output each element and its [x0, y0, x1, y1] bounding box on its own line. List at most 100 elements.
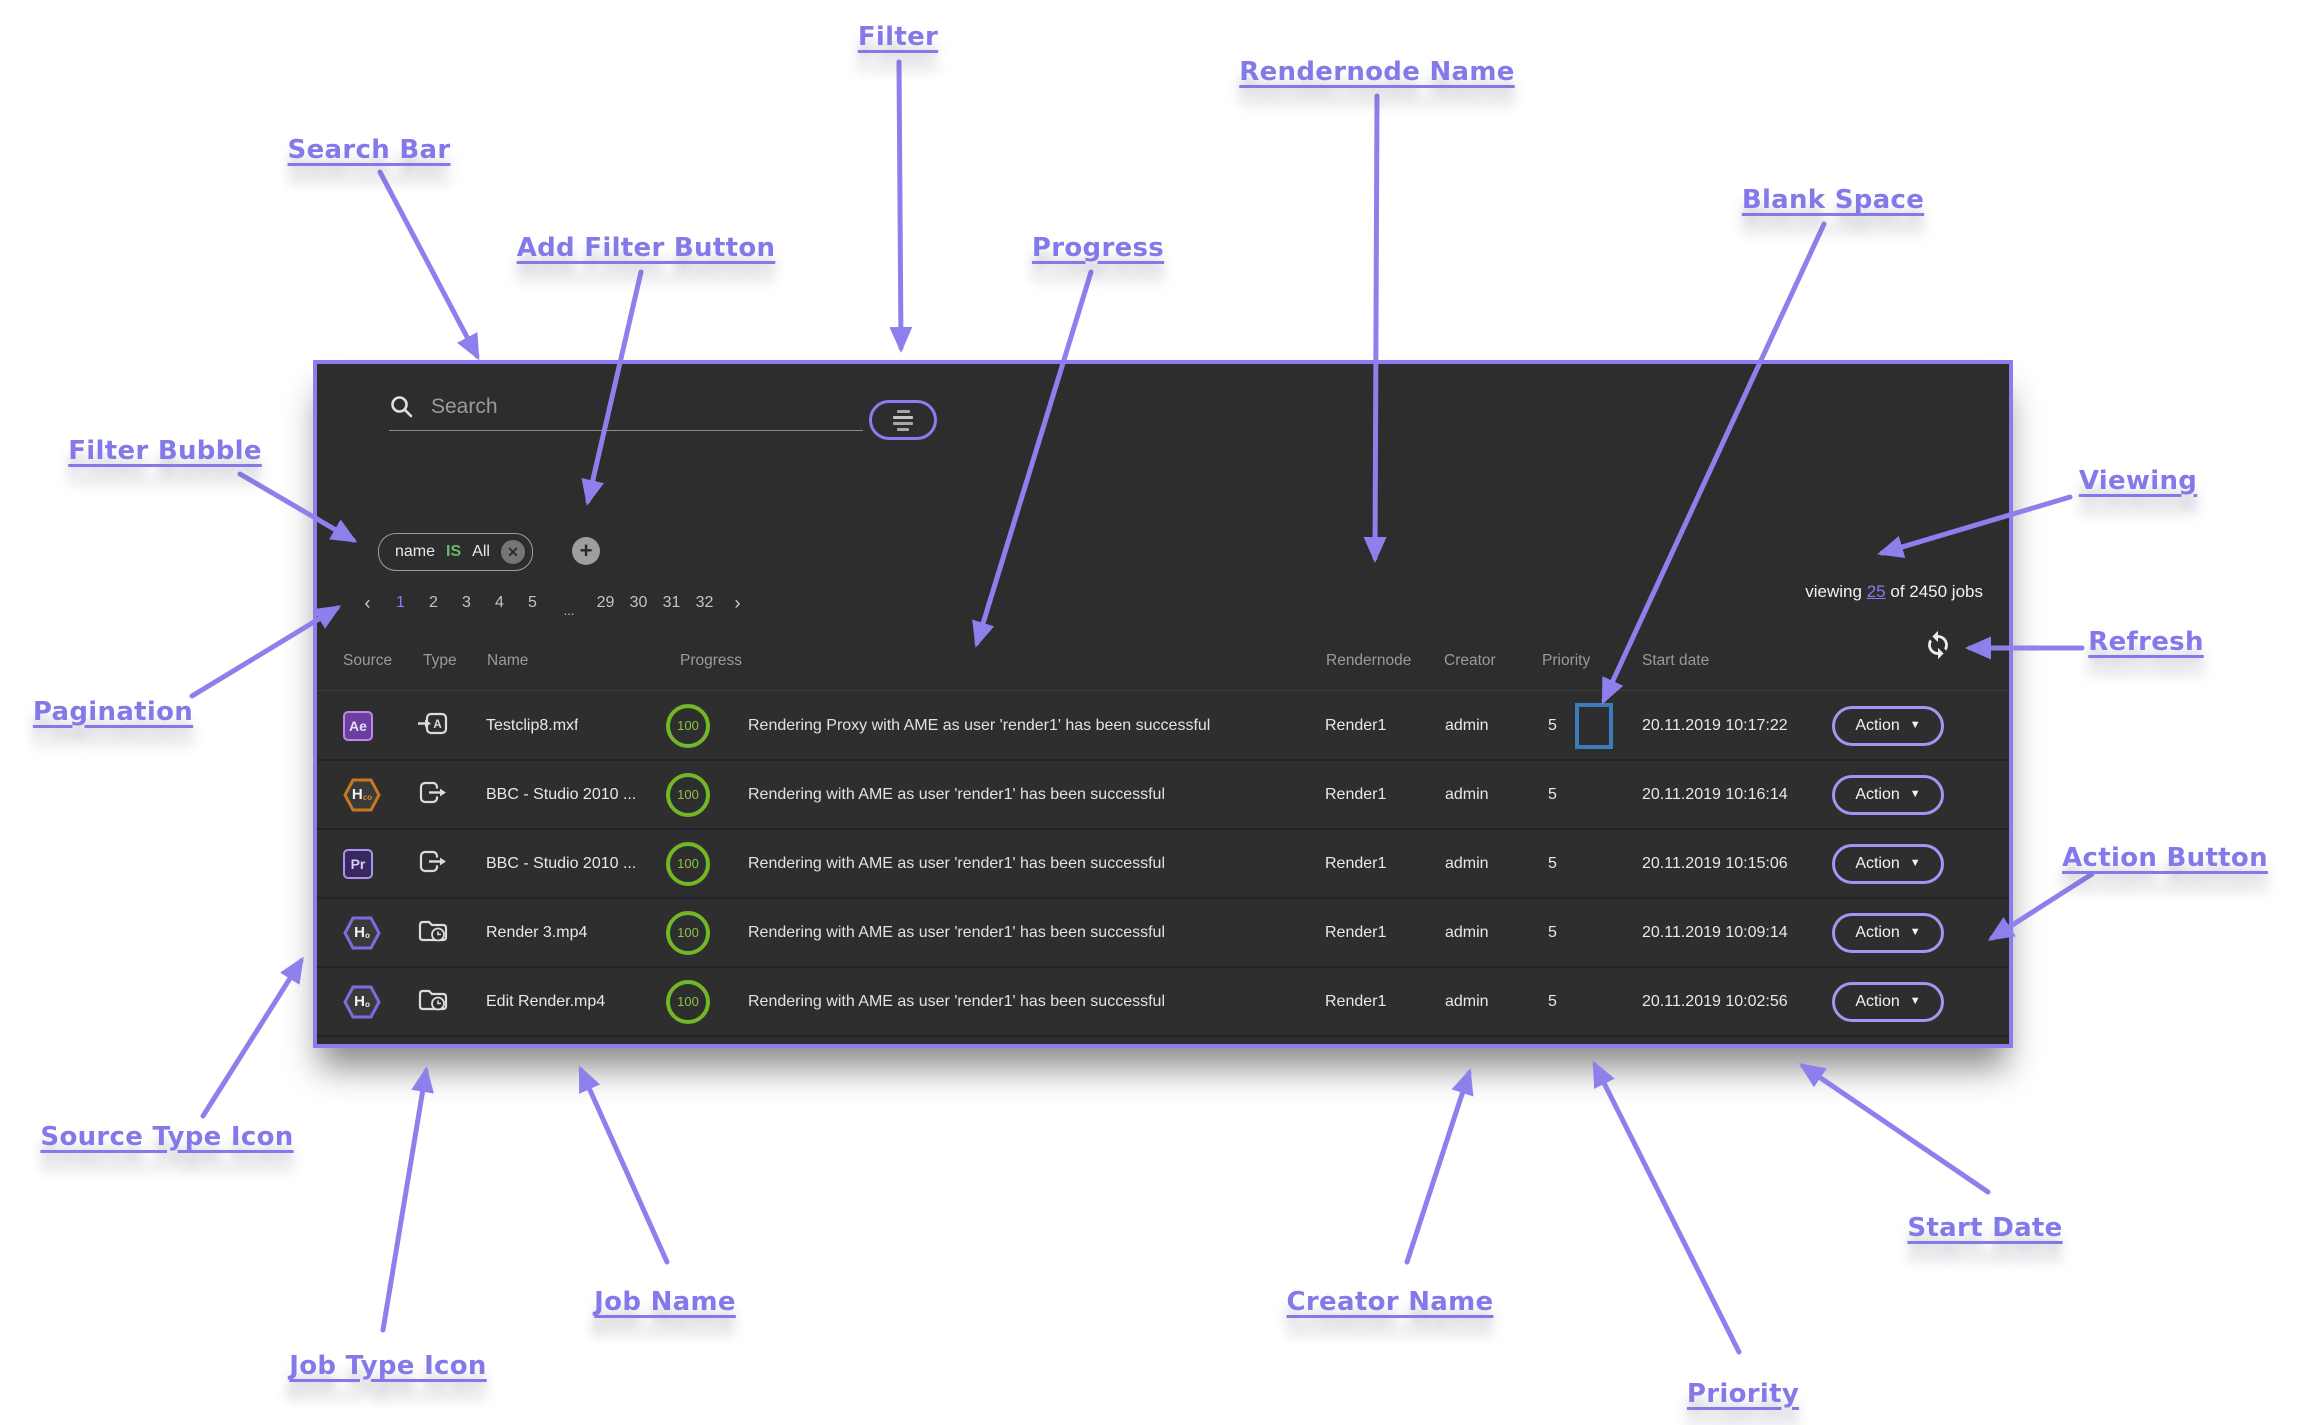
col-priority: Priority	[1542, 652, 1591, 669]
page-2[interactable]: 2	[429, 594, 438, 611]
search-bar	[389, 394, 863, 431]
filter-bubble[interactable]: name IS All ✕	[378, 533, 533, 571]
progress-value: 100	[677, 856, 699, 871]
col-creator: Creator	[1444, 652, 1496, 669]
table-row[interactable]: Pr A	[317, 830, 2009, 899]
creator-name: admin	[1445, 923, 1489, 941]
filter-field: name	[395, 543, 436, 560]
page-ellipsis: ...	[563, 603, 575, 618]
table-row[interactable]: Ho A Edit Render.mp4 100	[317, 968, 2009, 1037]
job-name: Edit Render.mp4	[486, 992, 606, 1010]
job-type-icon: A	[418, 918, 448, 948]
progress-message: Rendering Proxy with AME as user 'render…	[748, 716, 1211, 734]
source-cell: Pr	[343, 848, 373, 879]
annotation-priority: Priority	[1686, 1379, 1800, 1409]
annotation-job-type-icon: Job Type Icon	[289, 1351, 487, 1381]
job-name: BBC - Studio 2010 ...	[486, 854, 637, 872]
page-30[interactable]: 30	[629, 594, 648, 611]
filter-lines-icon	[893, 409, 913, 431]
blank-space	[1575, 702, 1613, 749]
table-row[interactable]: Ho A Render 3.mp4 100	[317, 899, 2009, 968]
page-5[interactable]: 5	[528, 594, 537, 611]
start-date: 20.11.2019 10:02:56	[1642, 992, 1788, 1010]
priority-value: 5	[1548, 923, 1557, 941]
annotation-add-filter-button: Add Filter Button	[516, 233, 776, 263]
add-filter-button[interactable]: +	[572, 537, 600, 565]
table-row[interactable]: Ae A	[317, 692, 2009, 761]
job-table-body: Ae A	[317, 692, 2009, 1037]
creator-name: admin	[1445, 716, 1489, 734]
source-type-icon: Ae	[343, 710, 373, 741]
blank-space-box	[1575, 702, 1613, 749]
remove-filter-icon[interactable]: ✕	[500, 540, 525, 564]
render-jobs-panel: name IS All ✕ + ‹ 1 2 3 4 5 ... 29 30 31…	[313, 360, 2013, 1048]
annotation-filter: Filter	[857, 22, 939, 52]
annotation-filter-bubble: Filter Bubble	[68, 436, 262, 466]
source-type-icon: Pr	[343, 848, 373, 879]
page-next[interactable]: ›	[734, 593, 741, 613]
search-icon	[391, 396, 413, 418]
job-type-icon: A	[418, 780, 448, 810]
action-button[interactable]: Action ▼	[1832, 843, 1944, 884]
start-date: 20.11.2019 10:17:22	[1642, 716, 1788, 734]
page-prev[interactable]: ‹	[364, 593, 371, 613]
rendernode-name: Render1	[1325, 854, 1387, 872]
page-4[interactable]: 4	[495, 594, 504, 611]
table-row[interactable]: Hco A BBC - Studio 2010 ... 10	[317, 761, 2009, 830]
annotation-viewing: Viewing	[2078, 466, 2198, 496]
progress-message: Rendering with AME as user 'render1' has…	[748, 923, 1165, 941]
filter-value: All	[472, 543, 490, 560]
refresh-button[interactable]	[1918, 626, 1958, 666]
action-button[interactable]: Action ▼	[1832, 912, 1944, 953]
page-32[interactable]: 32	[695, 594, 714, 611]
annotation-creator-name: Creator Name	[1286, 1287, 1494, 1317]
priority-value: 5	[1548, 854, 1557, 872]
annotation-progress: Progress	[1031, 233, 1165, 263]
progress-value: 100	[677, 787, 699, 802]
annotation-refresh: Refresh	[2088, 627, 2204, 657]
search-input[interactable]	[429, 394, 863, 420]
progress-ring: 100	[666, 979, 710, 1024]
priority-value: 5	[1548, 992, 1557, 1010]
viewing-count-link[interactable]: 25	[1866, 582, 1886, 601]
job-type-icon: A	[418, 849, 448, 879]
annotation-rendernode-name: Rendernode Name	[1239, 57, 1515, 87]
annotation-pagination: Pagination	[32, 697, 194, 727]
col-type: Type	[423, 652, 457, 669]
rendernode-name: Render1	[1325, 785, 1387, 803]
progress-ring: 100	[666, 772, 710, 817]
page-1[interactable]: 1	[396, 594, 405, 611]
progress-ring: 100	[666, 910, 710, 955]
job-name: BBC - Studio 2010 ...	[486, 785, 637, 803]
viewing-status: viewing 25 of 2450 jobs	[1805, 582, 1983, 601]
progress-value: 100	[677, 718, 699, 733]
source-cell: Ae	[343, 710, 373, 741]
action-button[interactable]: Action ▼	[1832, 774, 1944, 815]
chevron-down-icon: ▼	[1909, 926, 1921, 938]
page-31[interactable]: 31	[662, 594, 681, 611]
action-button[interactable]: Action ▼	[1832, 705, 1944, 746]
page-29[interactable]: 29	[596, 594, 615, 611]
start-date: 20.11.2019 10:16:14	[1642, 785, 1788, 803]
header-separator	[317, 690, 2009, 691]
priority-value: 5	[1548, 785, 1557, 803]
annotation-blank-space: Blank Space	[1741, 185, 1925, 215]
creator-name: admin	[1445, 854, 1489, 872]
rendernode-name: Render1	[1325, 923, 1387, 941]
action-button[interactable]: Action ▼	[1832, 981, 1944, 1022]
col-name: Name	[487, 652, 529, 669]
job-name: Render 3.mp4	[486, 923, 588, 941]
page-3[interactable]: 3	[462, 594, 471, 611]
chevron-down-icon: ▼	[1909, 857, 1921, 869]
pagination: ‹ 1 2 3 4 5 ... 29 30 31 32 ›	[351, 594, 754, 618]
filter-button[interactable]	[869, 400, 937, 440]
priority-value: 5	[1548, 716, 1557, 734]
progress-ring: 100	[666, 703, 710, 748]
progress-ring: 100	[666, 841, 710, 886]
